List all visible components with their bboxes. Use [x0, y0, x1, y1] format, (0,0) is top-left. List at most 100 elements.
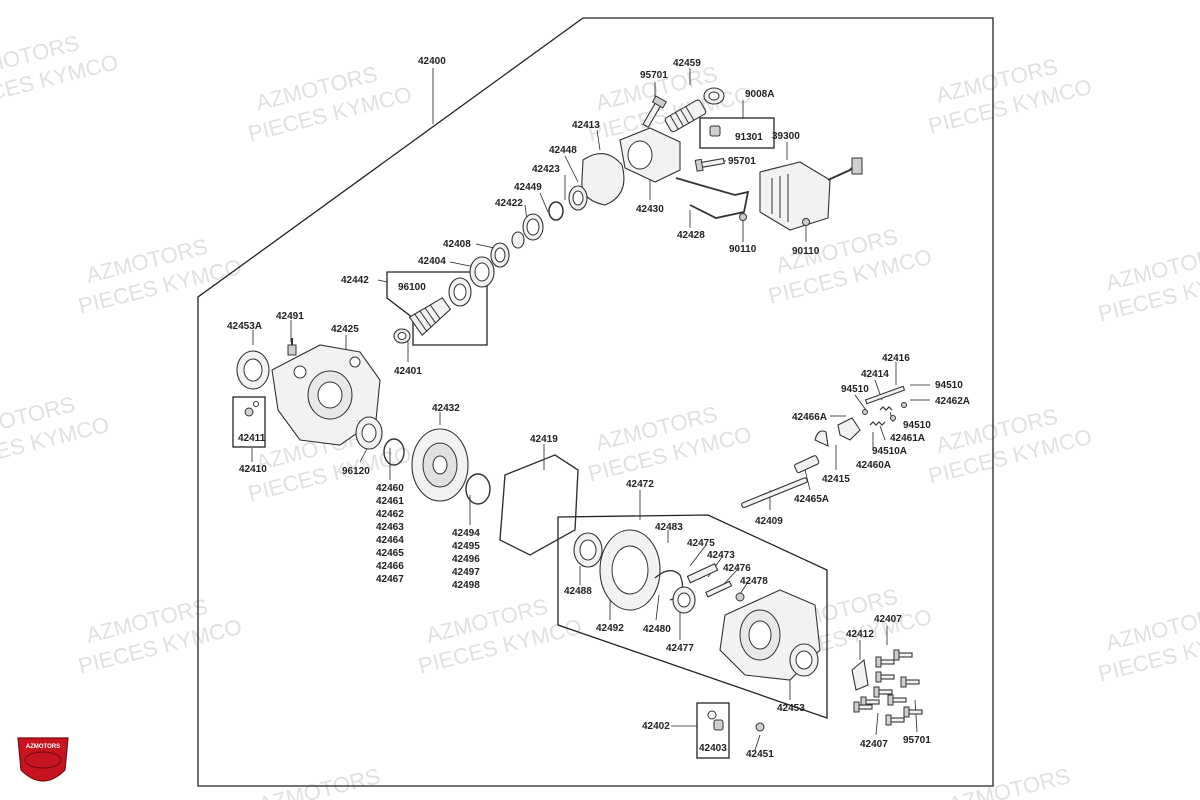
part-label: 42464	[376, 535, 404, 546]
part-label: 42453A	[227, 321, 262, 332]
part-label: 42459	[673, 58, 701, 69]
part-label: 90110	[729, 244, 757, 255]
part-label: 95701	[640, 70, 668, 81]
part-label: 42496	[452, 554, 480, 565]
part-label: 94510	[841, 384, 869, 395]
bolt-icon	[694, 157, 725, 172]
fill-plug-icon	[713, 719, 724, 731]
part-label: 42442	[341, 275, 369, 286]
part-label: 42480	[643, 624, 671, 635]
shift-plate-icon	[599, 529, 661, 611]
part-label: 9008A	[745, 89, 774, 100]
bolt-icon	[853, 701, 873, 713]
bolt-icon	[887, 694, 907, 706]
part-label: 42475	[687, 538, 715, 549]
nut-icon	[755, 722, 765, 732]
shift-fork-icon	[814, 417, 861, 447]
azmotors-logo: AZMOTORS	[17, 737, 69, 782]
part-label: 42419	[530, 434, 558, 445]
part-label: 95701	[728, 156, 756, 167]
washer-icon	[707, 710, 717, 720]
bolt-icon	[900, 676, 920, 688]
sensor-box	[699, 117, 775, 149]
part-label: 42448	[549, 145, 577, 156]
pin-icon	[705, 580, 733, 598]
shim-ring-icon	[383, 438, 405, 466]
sensor-icon	[709, 125, 721, 137]
gear-case-icon	[271, 344, 381, 446]
part-label: 42402	[642, 721, 670, 732]
circlip-icon	[548, 201, 564, 221]
connector-plug-icon	[851, 157, 863, 175]
part-label: 42476	[723, 563, 751, 574]
shift-rod-icon	[864, 385, 906, 405]
part-label: 42463	[376, 522, 404, 533]
part-label: 42408	[443, 239, 471, 250]
spring-icon	[879, 406, 893, 411]
part-label: 90110	[792, 246, 820, 257]
part-label: 42461	[376, 496, 404, 507]
ball-icon	[862, 409, 868, 415]
part-label: 42492	[596, 623, 624, 634]
drain-plug-box	[232, 396, 266, 448]
part-label: 94510	[903, 420, 931, 431]
spring-icon	[869, 421, 886, 426]
part-label: 42416	[882, 353, 910, 364]
part-label: 96120	[342, 466, 370, 477]
part-label: 95701	[903, 735, 931, 746]
part-label: 91301	[735, 132, 763, 143]
ball-icon	[901, 402, 907, 408]
washer-icon	[253, 401, 259, 407]
part-labels: 42400 95701 42459 9008A 42413 91301 3930…	[227, 56, 970, 760]
bolt-icon	[893, 649, 913, 661]
part-label: 42410	[239, 464, 267, 475]
part-label: 42498	[452, 580, 480, 591]
part-label: 42466A	[792, 412, 827, 423]
part-label: 42462	[376, 509, 404, 520]
part-label: 42497	[452, 567, 480, 578]
part-label: 42423	[532, 164, 560, 175]
part-label: 42494	[452, 528, 480, 539]
part-label: 42488	[564, 586, 592, 597]
part-label: 42473	[707, 550, 735, 561]
part-label: 42412	[846, 629, 874, 640]
part-label: 42415	[822, 474, 850, 485]
sleeve-icon	[794, 455, 820, 474]
ball-icon	[890, 415, 896, 421]
part-label: 42465	[376, 548, 404, 559]
part-label: 42449	[514, 182, 542, 193]
part-label: 42495	[452, 541, 480, 552]
assembly-outline	[197, 17, 994, 787]
bolt-icon	[875, 671, 895, 683]
part-label: 42400	[418, 56, 446, 67]
part-label: 42430	[636, 204, 664, 215]
spacer-icon	[511, 231, 525, 249]
breather-icon	[287, 338, 297, 356]
part-label: 42411	[238, 433, 266, 444]
part-label: 42461A	[890, 433, 925, 444]
part-label: 42409	[755, 516, 783, 527]
part-label: 42460	[376, 483, 404, 494]
ring-gear-icon	[411, 428, 469, 502]
part-label: 42453	[777, 703, 805, 714]
part-label: 42407	[874, 614, 902, 625]
watermark-line1: AZMOTORS	[946, 763, 1073, 800]
output-shaft-icon	[664, 99, 707, 133]
part-label: 96100	[398, 282, 426, 293]
part-label: 42404	[418, 256, 446, 267]
bolt-icon	[739, 213, 747, 221]
part-label: 39300	[772, 131, 800, 142]
watermark-line1: AZMOTORS	[256, 763, 383, 800]
part-label: 42465A	[794, 494, 829, 505]
cover-subassembly-box	[557, 514, 828, 719]
ball-icon	[735, 592, 745, 602]
pinion-gear-icon	[408, 297, 452, 336]
shift-shaft-icon	[686, 563, 719, 584]
part-label: 94510A	[872, 446, 907, 457]
part-label: 42491	[276, 311, 304, 322]
drain-plug-icon	[244, 407, 254, 417]
part-label: 42422	[495, 198, 523, 209]
actuator-motor-icon	[759, 157, 863, 231]
